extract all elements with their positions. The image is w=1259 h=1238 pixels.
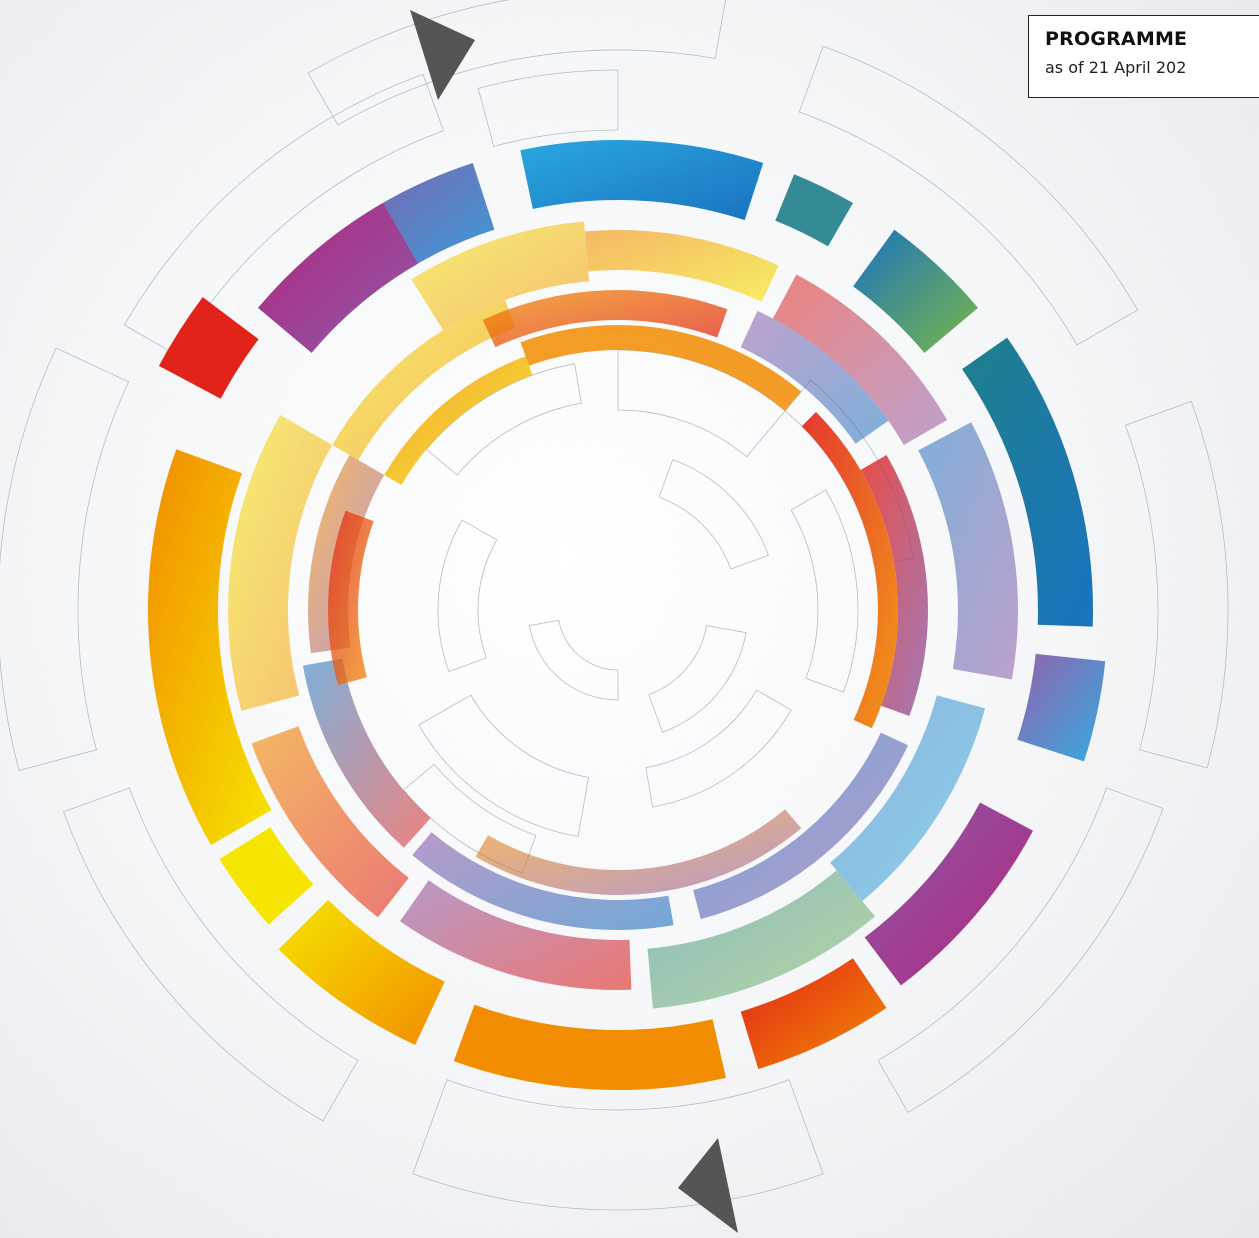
ring-segment bbox=[648, 625, 747, 733]
pointer-icon bbox=[678, 1138, 738, 1233]
ring-segment bbox=[384, 356, 533, 485]
ring-segment bbox=[584, 229, 779, 302]
ring-segment bbox=[63, 787, 359, 1122]
ring-segment bbox=[1017, 653, 1106, 762]
ring-segment bbox=[437, 519, 498, 673]
ring-segment bbox=[693, 732, 908, 920]
ring-segment bbox=[918, 422, 1018, 680]
ring-segment bbox=[425, 363, 582, 476]
ring-segment bbox=[475, 809, 802, 895]
ring-segment bbox=[864, 802, 1033, 986]
ring-segment bbox=[775, 174, 853, 247]
ring-segment bbox=[228, 415, 333, 711]
ring-segment bbox=[453, 1004, 726, 1091]
ring-segment bbox=[411, 221, 590, 331]
ring-segment bbox=[477, 69, 619, 147]
ring-segment bbox=[853, 229, 978, 353]
ring-segment bbox=[520, 140, 764, 221]
ring-segment bbox=[860, 455, 929, 716]
ring-segment bbox=[123, 73, 445, 356]
ring-segment bbox=[790, 489, 859, 693]
ring-segment bbox=[400, 880, 632, 991]
ring-segment bbox=[647, 870, 876, 1009]
ring-segment bbox=[147, 449, 272, 845]
ring-segment bbox=[158, 297, 259, 399]
programme-date: as of 21 April 202 bbox=[1045, 58, 1187, 77]
ring-segment bbox=[772, 274, 948, 445]
ring-segment bbox=[307, 0, 726, 126]
programme-title: PROGRAMME bbox=[1045, 28, 1188, 50]
ring-segment bbox=[328, 510, 374, 686]
pointer-icon bbox=[410, 10, 475, 100]
ring-segment bbox=[0, 347, 130, 771]
ring-segment bbox=[412, 832, 674, 930]
ring-segment bbox=[258, 203, 418, 353]
ring-segment bbox=[740, 310, 889, 444]
ring-segment bbox=[251, 726, 409, 918]
ring-segment bbox=[877, 787, 1164, 1113]
ring-segment bbox=[830, 695, 986, 902]
ring-segment bbox=[412, 1079, 824, 1211]
outline-rings bbox=[0, 0, 1229, 1211]
ring-segment bbox=[801, 412, 899, 729]
ring-segment bbox=[418, 694, 589, 837]
ring-segment bbox=[658, 459, 769, 570]
ring-segment bbox=[1124, 400, 1229, 769]
ring-segment bbox=[278, 899, 445, 1045]
ring-segment bbox=[302, 658, 431, 848]
ring-segment bbox=[962, 337, 1093, 627]
ring-segment bbox=[798, 45, 1139, 346]
pointers bbox=[410, 10, 738, 1233]
ring-segment bbox=[332, 299, 516, 460]
ring-segment bbox=[645, 689, 792, 808]
programme-label-box: PROGRAMME as of 21 April 202 bbox=[1028, 15, 1259, 98]
ring-segment bbox=[528, 619, 619, 701]
ring-segment bbox=[520, 325, 802, 411]
colored-ring-segments bbox=[147, 140, 1106, 1091]
ring-segment bbox=[740, 958, 887, 1069]
ring-segment bbox=[219, 827, 314, 925]
ring-segment bbox=[482, 290, 728, 348]
